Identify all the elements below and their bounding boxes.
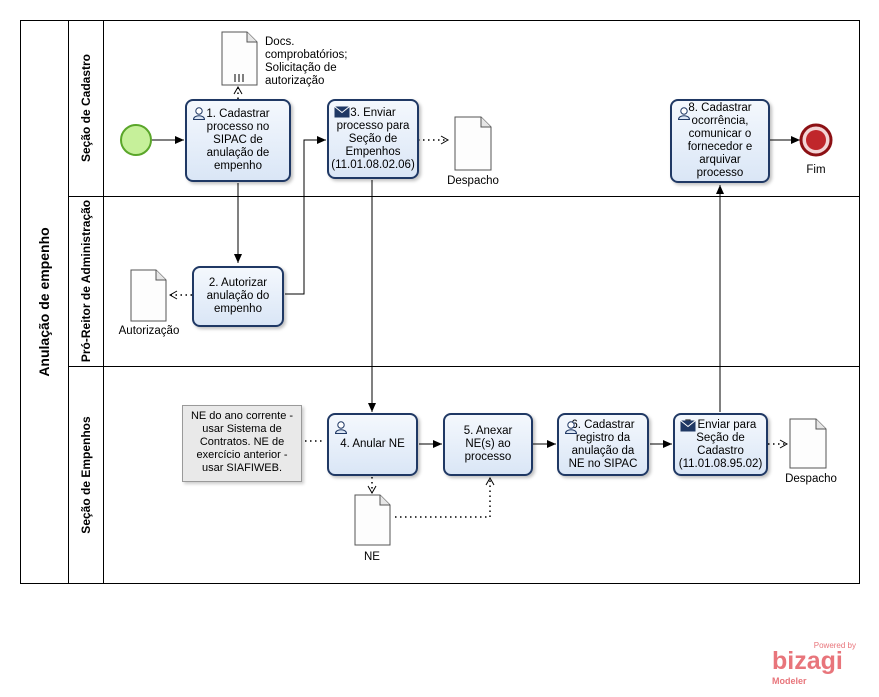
user-task-icon	[677, 107, 691, 120]
despacho-1-label: Despacho	[447, 175, 499, 187]
lane-label-cadastro: Seção de Cadastro	[79, 53, 93, 163]
collection-marker-icon	[234, 74, 244, 82]
watermark-product: Modeler	[772, 676, 807, 686]
task-2-autorizar-anulacao[interactable]: 2. Autorizar anulação do empenho	[192, 266, 284, 327]
user-task-icon	[192, 107, 206, 120]
task-6-label: 6. Cadastrar registro da anulação da NE …	[568, 418, 638, 470]
ne-label: NE	[364, 551, 380, 563]
task-5-label: 5. Anexar NE(s) ao processo	[463, 425, 513, 463]
task-6-cadastrar-registro[interactable]: 6. Cadastrar registro da anulação da NE …	[557, 413, 649, 476]
end-event-core	[806, 130, 826, 150]
task-4-label: 4. Anular NE	[340, 438, 405, 450]
task-3-label: 3. Enviar processo para Seção de Empenho…	[331, 106, 415, 171]
data-object-docs[interactable]	[221, 31, 258, 86]
data-object-despacho-2[interactable]	[789, 418, 827, 469]
despacho-2-label: Despacho	[785, 473, 837, 485]
associations	[168, 85, 789, 518]
task-7-label: 7. Enviar para Seção de Cadastro (11.01.…	[678, 418, 763, 470]
watermark-powered: Powered by	[813, 641, 856, 650]
lane-label-empenhos: Seção de Empenhos	[79, 416, 93, 534]
pool-title: Anulação de empenho	[36, 227, 52, 377]
task-5-anexar-ne[interactable]: 5. Anexar NE(s) ao processo	[443, 413, 533, 476]
task-2-label: 2. Autorizar anulação do empenho	[206, 277, 270, 315]
task-3-enviar-processo[interactable]: 3. Enviar processo para Seção de Empenho…	[327, 99, 419, 179]
task-1-cadastrar-processo[interactable]: 1. Cadastrar processo no SIPAC de anulaç…	[185, 99, 291, 182]
task-7-enviar-secao-cadastro[interactable]: 7. Enviar para Seção de Cadastro (11.01.…	[673, 413, 768, 476]
task-8-cadastrar-ocorrencia[interactable]: 8. Cadastrar ocorrência, comunicar o for…	[670, 99, 770, 183]
end-event-label: Fim	[806, 164, 826, 176]
bizagi-watermark: Powered by bizagi Modeler	[768, 641, 858, 687]
task-8-label: 8. Cadastrar ocorrência, comunicar o for…	[687, 102, 753, 179]
flow-t2-t3	[285, 136, 326, 295]
data-object-autorizacao[interactable]	[130, 269, 167, 322]
user-task-icon	[334, 421, 348, 434]
send-message-icon	[680, 420, 696, 432]
send-message-icon	[334, 106, 350, 118]
text-annotation: NE do ano corrente - usar Sistema de Con…	[182, 405, 302, 482]
data-object-ne[interactable]	[354, 494, 391, 546]
lane-label-pro-reitor: Pró-Reitor de Administração	[79, 199, 93, 363]
user-task-icon	[564, 421, 578, 434]
assoc-ne-t5	[395, 476, 495, 518]
start-event[interactable]	[120, 124, 152, 156]
docs-label: Docs. comprobatórios; Solicitação de aut…	[265, 36, 348, 87]
sequence-flows	[152, 136, 800, 448]
watermark-brand: bizagi	[772, 647, 843, 675]
autorizacao-label: Autorização	[118, 325, 180, 337]
data-object-despacho-1[interactable]	[454, 116, 492, 171]
task-1-label: 1. Cadastrar processo no SIPAC de anulaç…	[206, 108, 270, 172]
task-4-anular-ne[interactable]: 4. Anular NE	[327, 413, 418, 476]
